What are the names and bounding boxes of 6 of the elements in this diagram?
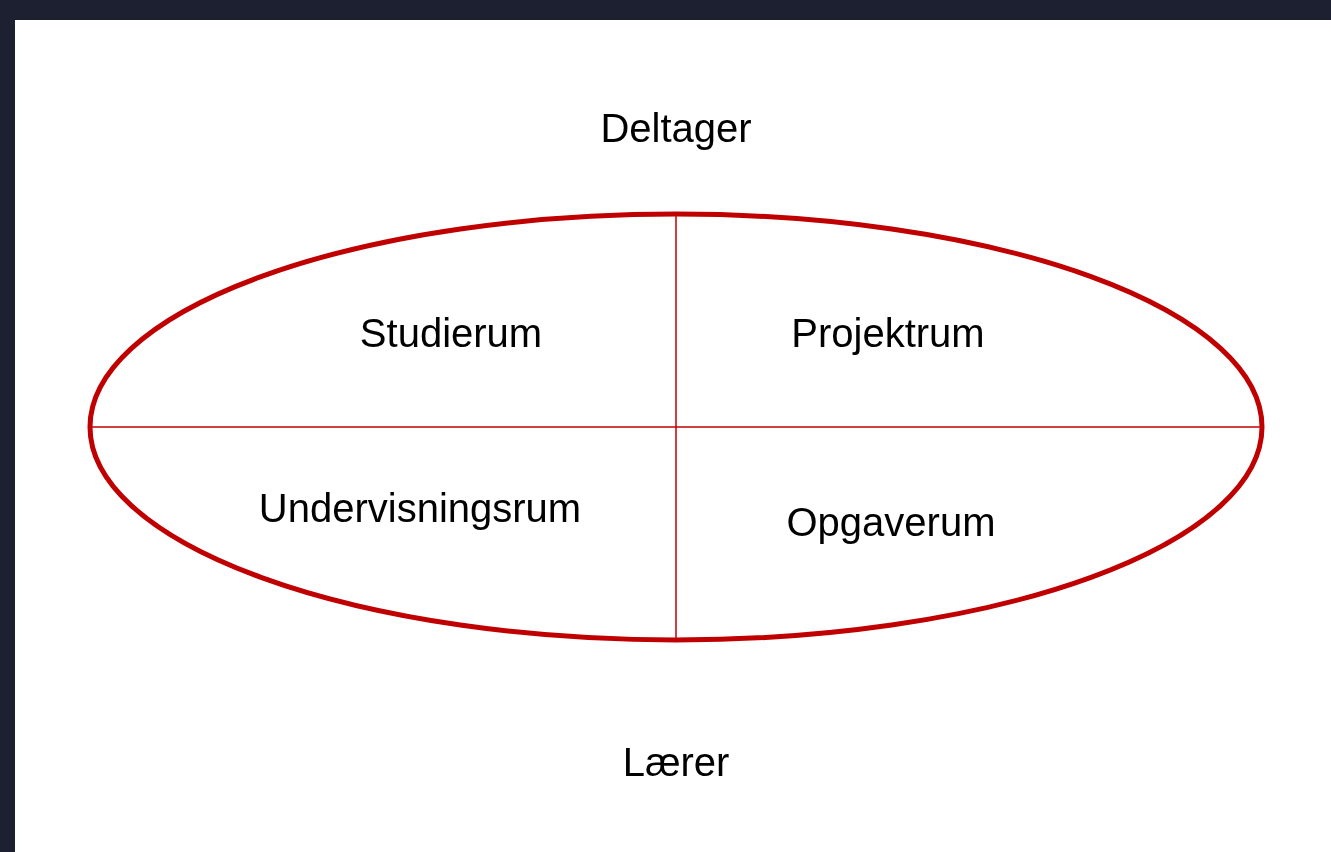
quadrant-label: Projektrum	[791, 310, 985, 356]
role-label: Deltager	[600, 105, 752, 151]
quadrant-label: Opgaverum	[786, 499, 996, 545]
quadrant-label: Undervisningsrum	[258, 485, 582, 531]
role-label: Lærer	[622, 739, 730, 785]
quadrant-label: Studierum	[359, 310, 543, 356]
